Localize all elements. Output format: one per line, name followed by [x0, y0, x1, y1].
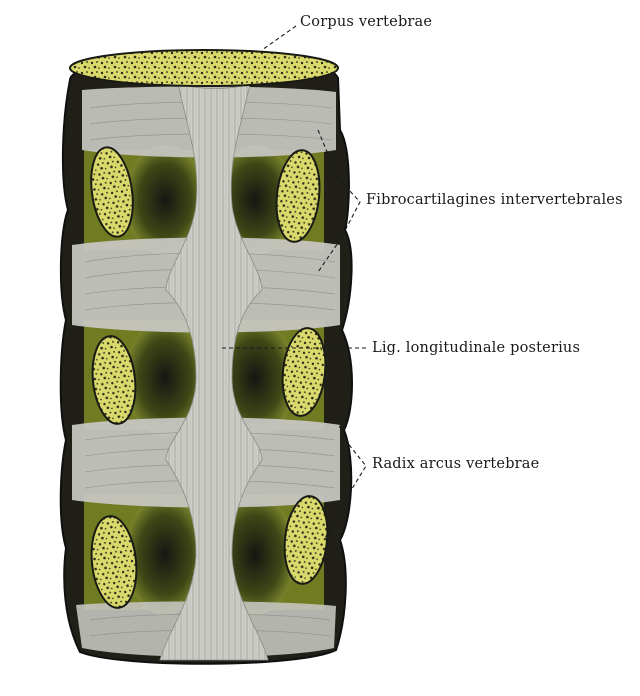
- pedicle-right-2: [281, 327, 327, 417]
- pedicle-sections: [90, 146, 329, 609]
- pedicle-right-3: [283, 495, 329, 585]
- hollow-left-1: [125, 145, 205, 255]
- pedicle-left-1: [90, 146, 134, 238]
- leader-fibro: [317, 129, 361, 273]
- leader-lines: [222, 25, 368, 541]
- pedicle-right-1: [275, 149, 321, 243]
- label-fibrocartilagines-intervertebrales: Fibrocartilagines intervertebrales: [366, 192, 623, 208]
- posterior-longitudinal-ligament: [159, 83, 269, 661]
- vertebral-body-top: [69, 49, 339, 87]
- pedicle-left-3: [90, 515, 138, 609]
- pedicle-left-2: [91, 335, 137, 425]
- hollow-left-3: [125, 495, 205, 615]
- label-lig-longitudinale-posterius: Lig. longitudinale posterius: [372, 340, 581, 356]
- leader-corpus: [261, 25, 297, 51]
- label-corpus-vertebrae: Corpus vertebrae: [300, 14, 433, 30]
- hollow-left-2: [125, 320, 205, 436]
- label-radix-arcus-vertebrae: Radix arcus vertebrae: [372, 456, 540, 472]
